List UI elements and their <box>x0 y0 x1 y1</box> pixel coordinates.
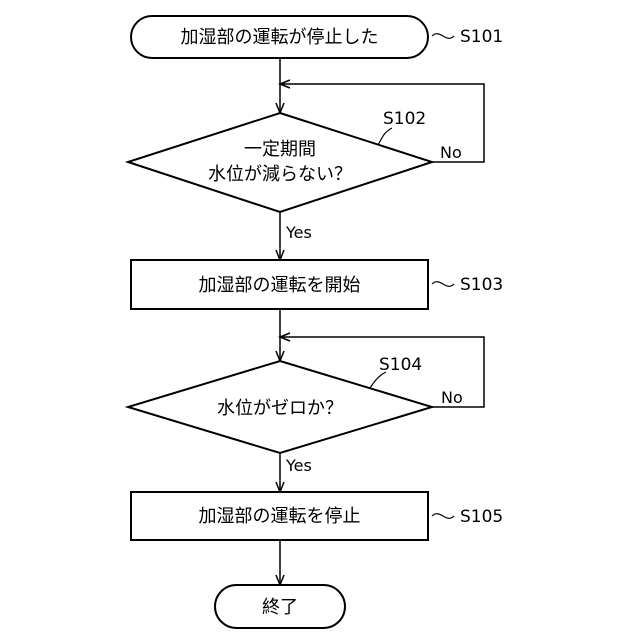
start-terminal-text: 加湿部の運転が停止した <box>181 27 379 48</box>
s101-leader <box>432 34 454 39</box>
s103-process-text: 加湿部の運転を開始 <box>199 275 361 296</box>
s102-no-label: No <box>440 143 462 162</box>
s105-step-label: S105 <box>460 507 503 527</box>
s101-step-label: S101 <box>460 27 503 47</box>
s102-leader <box>378 128 392 145</box>
s104-yes-label: Yes <box>285 456 312 475</box>
s102-yes-label: Yes <box>285 223 312 242</box>
s103-step-label: S103 <box>460 275 503 295</box>
s102-decision-line1: 一定期間 <box>244 139 316 160</box>
s104-decision-text: 水位がゼロか？ <box>217 398 343 419</box>
s102-step-label: S102 <box>383 109 426 129</box>
s104-no-label: No <box>441 388 463 407</box>
end-terminal-text: 終了 <box>262 597 298 618</box>
s103-leader <box>432 282 454 287</box>
s102-decision-line2: 水位が減らない？ <box>208 164 352 185</box>
s104-step-label: S104 <box>379 355 422 375</box>
s105-leader <box>432 514 454 519</box>
s105-process-text: 加湿部の運転を停止 <box>199 506 361 527</box>
